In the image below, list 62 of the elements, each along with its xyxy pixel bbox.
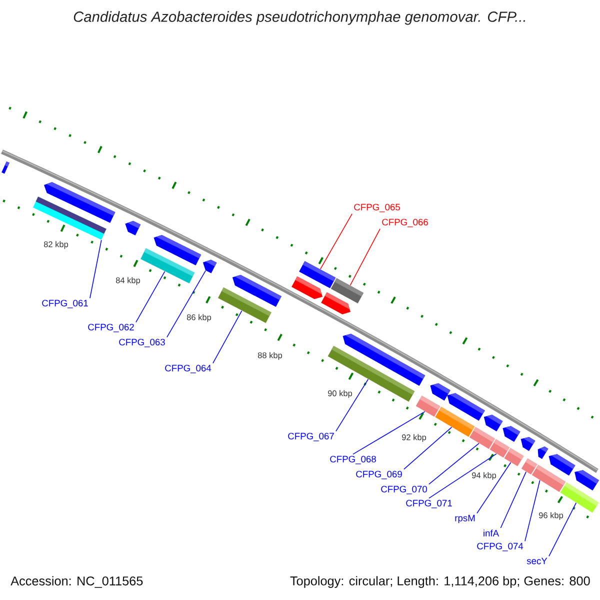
leader-line — [136, 271, 166, 323]
leader-line — [350, 228, 380, 286]
gene-bar — [299, 261, 336, 288]
gene-block — [154, 234, 202, 266]
gene-label: CFPG_062 — [88, 324, 134, 332]
gene-label: rpsM — [455, 514, 475, 524]
gene-label: CFPG_068 — [330, 456, 376, 464]
gene-label: CFPG_061 — [42, 300, 88, 308]
leader-line — [476, 462, 512, 514]
tick-label: 86 kbp — [186, 314, 212, 322]
gene-block — [232, 274, 282, 307]
leader-line — [404, 426, 452, 470]
gene-bar — [416, 396, 440, 417]
gene-label: CFPG_069 — [356, 470, 402, 480]
gene-block — [520, 437, 536, 451]
gene-bar — [504, 448, 524, 466]
gene-block — [342, 334, 426, 386]
gene-bar — [330, 278, 364, 304]
tick-label: 88 kbp — [258, 352, 282, 360]
gene-label: CFPG_067 — [288, 432, 334, 442]
leader-line — [90, 240, 102, 299]
gene-block — [548, 454, 576, 476]
gene-block — [430, 383, 450, 401]
footer-text: Accession: NC_011565 — [10, 576, 143, 588]
leader-line — [212, 310, 242, 364]
leader-line — [336, 378, 369, 432]
leader-line — [320, 213, 352, 270]
gene-label: CFPG_065 — [354, 204, 400, 212]
title: Candidatus Azobacteroides pseudotrichonymphae genomovar. CFP... — [74, 11, 526, 25]
leader-line — [352, 411, 426, 455]
gene-label: CFPG_071 — [406, 500, 452, 508]
gene-label: CFPG_070 — [381, 486, 427, 494]
leader-line — [166, 270, 206, 338]
gene-bar — [469, 427, 496, 449]
gene-label: CFPG_063 — [119, 338, 165, 348]
leader-line — [548, 502, 577, 557]
gene-label: CFPG_064 — [165, 364, 212, 374]
gene-label: secY — [526, 558, 548, 564]
gene-block — [484, 414, 503, 432]
gene-bar — [2, 161, 10, 174]
gene-bar — [490, 439, 510, 458]
tick-label: 96 kbp — [539, 512, 564, 520]
tick-label: 90 kbp — [328, 390, 352, 398]
leader-line — [524, 480, 540, 542]
tick-label: 94 kbp — [472, 472, 496, 480]
leader-line — [428, 453, 497, 499]
footer-text: Topology: circular; Length: 1,114,206 bp; Genes: 800 — [290, 576, 590, 588]
gene-block — [125, 220, 141, 236]
gene-label: CFPG_066 — [382, 218, 428, 228]
tick-label: 84 kbp — [116, 277, 140, 285]
gene-block — [502, 426, 520, 442]
gene-block — [538, 446, 548, 459]
gene-block — [447, 393, 485, 421]
tick-label: 82 kbp — [44, 241, 68, 249]
gene-block — [574, 470, 599, 490]
tick-label: 92 kbp — [402, 434, 426, 442]
leader-line — [428, 442, 480, 485]
gene-label: CFPG_074 — [477, 542, 524, 552]
leader-line — [500, 471, 526, 528]
gene-block — [202, 260, 217, 274]
gene-label: infA — [484, 530, 500, 536]
gene-block — [44, 182, 116, 223]
